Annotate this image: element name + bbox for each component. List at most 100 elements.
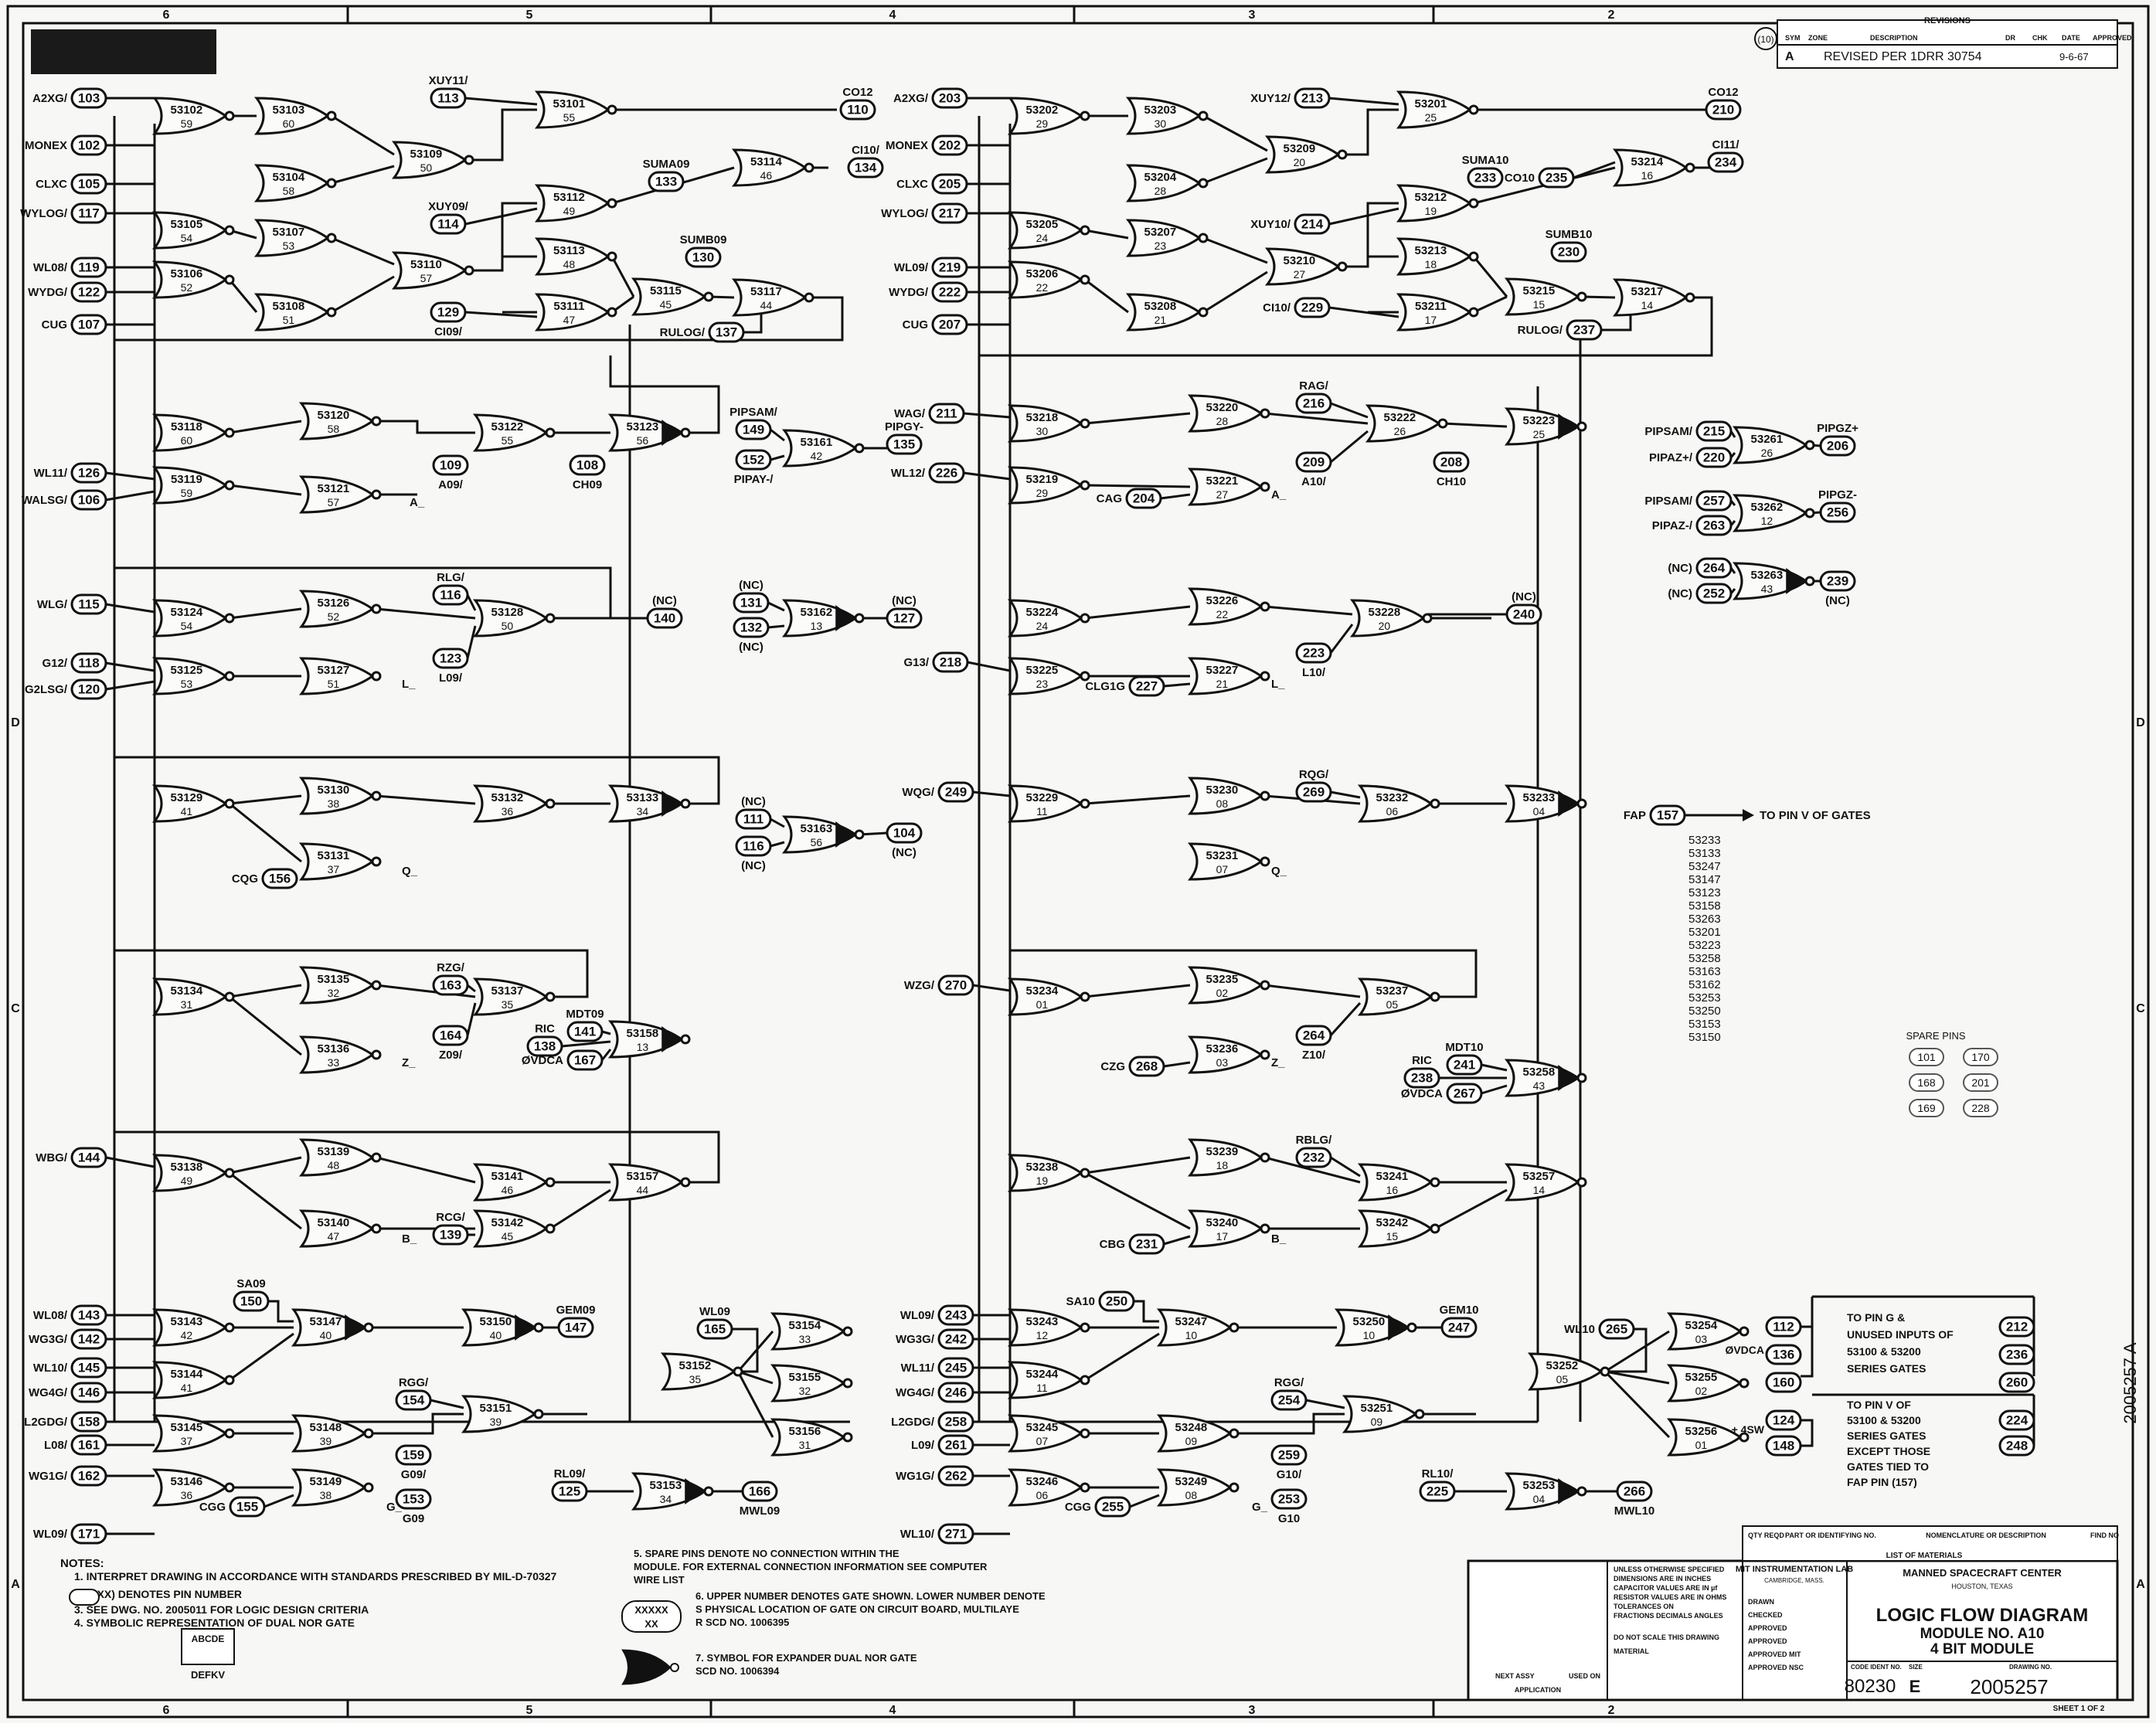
wire-segment [1473,295,1508,314]
gate-id: 53235 [1206,973,1239,986]
gate-body [1187,467,1263,506]
pin-oval [1295,642,1332,664]
gate-bubble [1468,198,1479,209]
pin-layer: 103A2XG/102MONEX105CLXC117WYLOG/119WL08/… [20,74,2035,1545]
gate-location: 50 [502,620,514,632]
wire-segment [114,756,720,805]
wire-segment [549,1188,611,1230]
tolerance-line: FRACTIONS DECIMALS ANGLES [1614,1612,1723,1620]
bom-col-find: FIND NO [2090,1532,2119,1539]
gate-body [151,1468,228,1507]
gate-bubble [363,1428,374,1439]
gate-body [1396,293,1472,331]
gate-location: 18 [1425,258,1437,270]
pin-signal-label: WYDG/ [28,286,68,299]
pin-signal-label: L10/ [1302,666,1326,679]
gate-id: 53156 [789,1425,821,1438]
signal-l-minus-2: L_ [1271,678,1285,691]
gate-location: 09 [1371,1416,1383,1428]
gate-id: 53258 [1523,1066,1556,1079]
gate-bubble [842,1326,853,1337]
gate-id: 53231 [1206,849,1239,862]
gate-bubble [607,198,617,209]
gate-location: 10 [1363,1329,1376,1341]
gate-bubble [371,1152,382,1163]
gate-id: 53111 [553,300,584,313]
gate-body [1396,184,1472,223]
gate-location: 19 [1425,205,1437,217]
gate-expander-fill [1558,413,1578,440]
pin-number: 111 [743,811,764,826]
note-line-7: 7. SYMBOL FOR EXPANDER DUAL NOR GATE [695,1652,917,1664]
gate-bubble [1430,798,1440,809]
gate-id: 53107 [273,226,305,239]
gate-bubble [326,110,337,121]
gate-location: 21 [1155,314,1167,326]
gate-bubble [1576,798,1587,809]
gate-body [1732,494,1808,532]
pin-oval [735,808,772,830]
gate-id: 53224 [1026,606,1059,619]
gate-location: 33 [328,1056,340,1069]
gate-location: 17 [1216,1230,1229,1243]
pin-signal-label: CH09 [573,478,602,491]
pin-oval [1998,1372,2035,1393]
gate-id: 53140 [318,1216,350,1229]
gate-bubble [1080,1322,1090,1333]
pin-oval [1295,1147,1332,1168]
pin-oval [1695,447,1733,468]
gate-location: 31 [181,998,193,1011]
vertical-drawing-number: 2005257 A [2120,1342,2140,1424]
wire-segment [972,984,1011,992]
wire-segment [467,984,476,993]
pin-number: 203 [939,90,961,105]
sign-row: DRAWN [1748,1598,1774,1606]
pin-number: 113 [437,90,458,105]
gate-body [1007,1468,1083,1507]
zone-row-left: D [11,716,20,729]
pin-signal-label: RAG/ [1299,379,1328,393]
gate-body [1125,219,1202,257]
gate-id: 53213 [1415,244,1447,257]
pin-oval [1695,490,1733,512]
pin-number: 269 [1303,784,1325,799]
pin-oval [1538,167,1575,189]
gate-bubble [1739,1378,1750,1389]
pin-signal-label: WL11/ [901,1362,935,1375]
gate-bubble [1260,1049,1270,1060]
gate-body [1666,1364,1743,1402]
pin-signal-label: (NC) [741,795,766,808]
pin-number: 140 [654,610,675,625]
gate-body [298,966,375,1005]
pin-signal-label: WG4G/ [29,1386,68,1399]
pin-signal-label: CGG [199,1501,226,1514]
pin-signal-label: G10/ [1277,1468,1302,1481]
pin-oval [937,1465,974,1487]
gate-bubble [1080,1375,1090,1385]
wire-segment [331,165,395,185]
revisions-col: APPROVED [2093,34,2132,42]
gate-body [151,599,228,637]
wire-segment [1163,682,1191,688]
gate-id: 53155 [789,1371,821,1384]
wire-segment [376,794,476,805]
pin-112: 112 [1765,1316,1802,1338]
pin-signal-label: MONEX [25,139,67,152]
gate-bubble [1198,233,1209,243]
gate-location: 23 [1155,240,1167,252]
